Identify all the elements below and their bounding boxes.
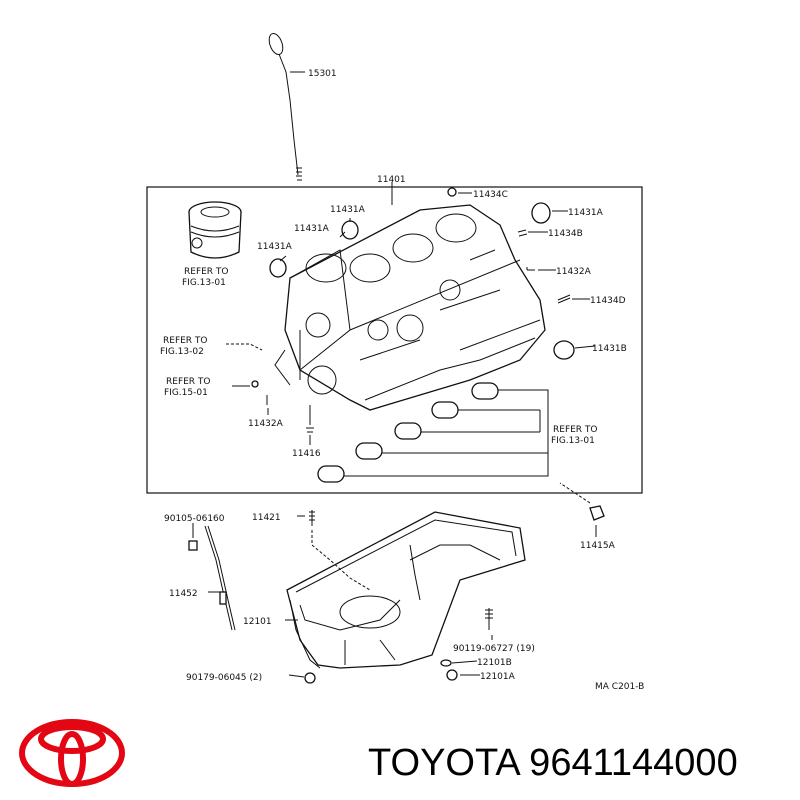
stud-part (309, 510, 315, 526)
label-11432a-left: 11432A (248, 419, 284, 429)
label-15301: 15301 (308, 69, 337, 79)
label-11431a-left: 11431A (257, 242, 293, 252)
refer-1302-line2: FIG.13-02 (160, 347, 204, 357)
refer-piston-line1: REFER TO (184, 267, 229, 277)
drain-plug-part (589, 505, 605, 521)
label-11434c: 11434C (473, 190, 508, 200)
label-11452: 11452 (169, 589, 198, 599)
label-11432a-right: 11432A (556, 267, 592, 277)
refer-1501-line2: FIG.15-01 (164, 388, 208, 398)
label-11416: 11416 (292, 449, 321, 459)
block-plugs (251, 187, 575, 405)
refer-1302-line1: REFER TO (163, 336, 208, 346)
label-11401: 11401 (377, 175, 406, 185)
refer-piston-line2: FIG.13-01 (182, 278, 226, 288)
oil-pan-part (286, 511, 526, 669)
label-11421: 11421 (252, 513, 281, 523)
pan-fasteners (304, 608, 493, 684)
label-11431a-top: 11431A (330, 205, 366, 215)
label-12101: 12101 (243, 617, 272, 627)
label-90119-06727: 90119-06727 (19) (453, 644, 535, 654)
block-leaders (226, 71, 596, 445)
piston-part (188, 201, 242, 259)
block-group-frame (146, 186, 643, 494)
label-11434b: 11434B (548, 229, 583, 239)
label-11415a: 11415A (580, 541, 616, 551)
bearing-shells (306, 382, 549, 483)
cylinder-block-part (274, 204, 546, 411)
label-11431b: 11431B (592, 344, 627, 354)
refer-1501-line1: REFER TO (166, 377, 211, 387)
refer-bearings-line1: REFER TO (553, 425, 598, 435)
label-12101b: 12101B (477, 658, 512, 668)
brand-part-number: TOYOTA 9641144000 (368, 742, 738, 784)
label-diagram-code: MA C201-B (595, 682, 644, 692)
toyota-logo-icon (19, 719, 125, 787)
label-90179-06045: 90179-06045 (2) (186, 673, 262, 683)
label-11431a-mid: 11431A (294, 224, 330, 234)
label-12101a: 12101A (480, 672, 516, 682)
pan-leaders (192, 482, 597, 678)
label-90105-06160: 90105-06160 (164, 514, 225, 524)
label-11431a-right: 11431A (568, 208, 604, 218)
label-11434d: 11434D (590, 296, 626, 306)
dipstick-part (268, 32, 302, 181)
oil-level-guide-part (188, 525, 236, 631)
refer-bearings-line2: FIG.13-01 (551, 436, 595, 446)
